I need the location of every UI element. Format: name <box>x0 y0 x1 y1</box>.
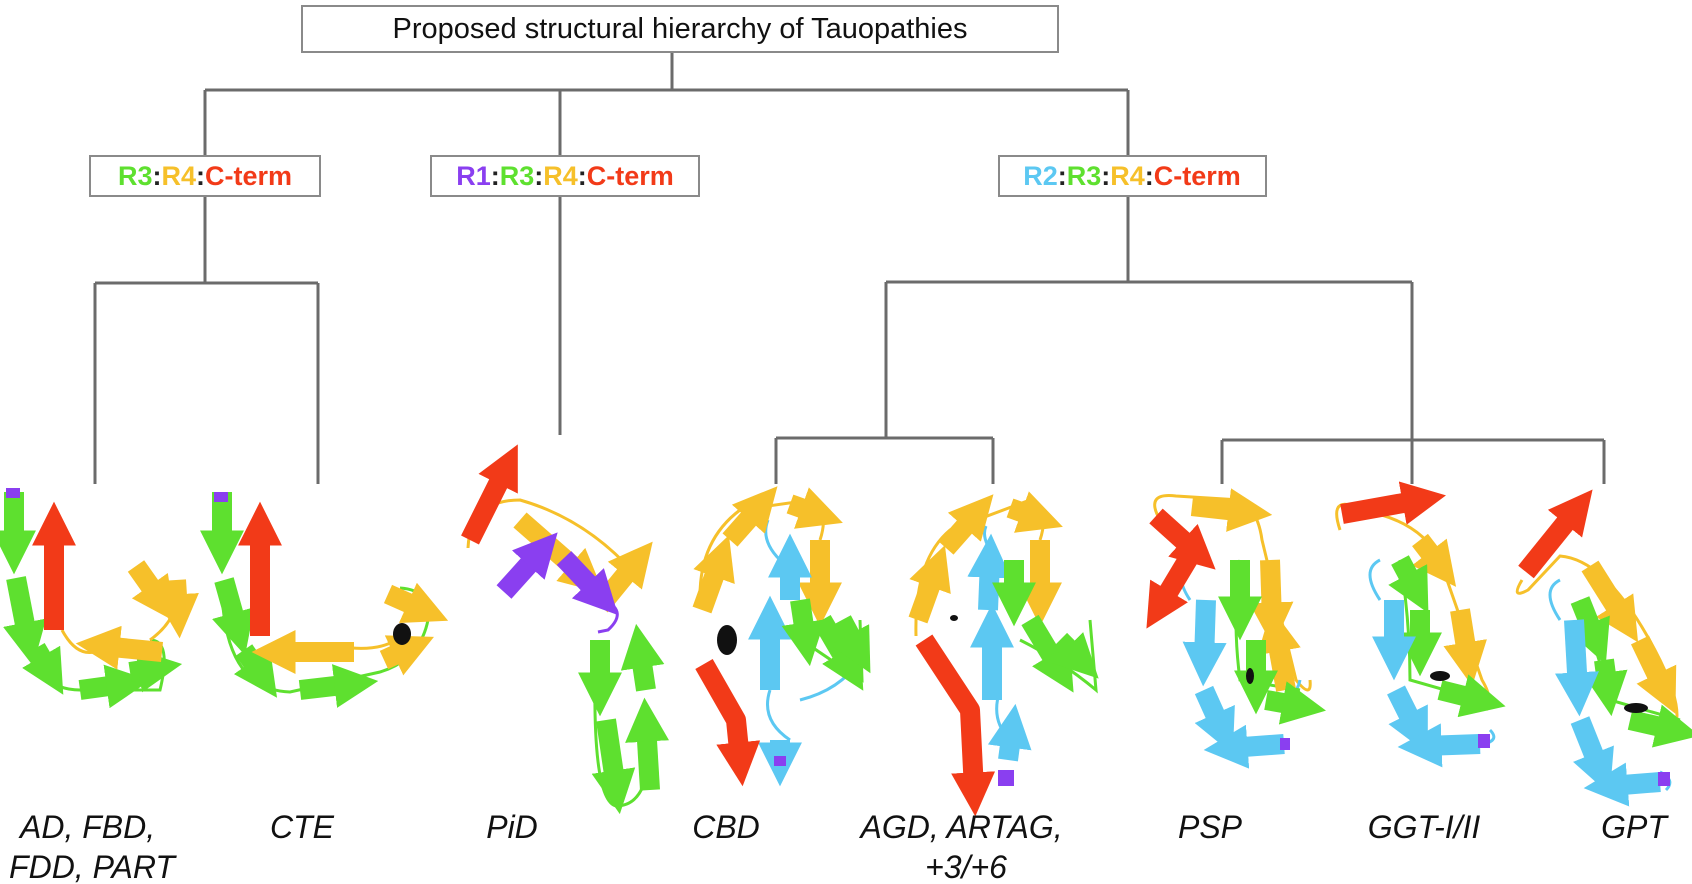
disease-label-psp: PSP <box>1178 809 1243 845</box>
region-segment-r4: R4 <box>1110 161 1145 191</box>
fold-pid <box>461 444 670 815</box>
region-segment-r3: R3 <box>500 161 535 191</box>
region-segment-separator: : <box>491 161 500 191</box>
disease-label-agd: AGD, ARTAG, +3/+6 <box>859 809 1072 884</box>
region-segment-separator: : <box>196 161 205 191</box>
region-segment-separator: : <box>1101 161 1110 191</box>
disease-label-ggt: GGT-I/II <box>1368 809 1481 845</box>
fold-cbd <box>692 486 871 787</box>
density-blob <box>1246 668 1254 684</box>
fold-psp <box>1146 488 1326 769</box>
density-blob <box>950 615 958 621</box>
region-segment-r2: R2 <box>1023 161 1058 191</box>
disease-label-ad: AD, FBD, FDD, PART <box>9 809 177 884</box>
diagram-title: Proposed structural hierarchy of Tauopat… <box>393 13 968 45</box>
title-box: Proposed structural hierarchy of Tauopat… <box>301 5 1059 53</box>
density-blob <box>393 623 411 645</box>
region-segment-r3: R3 <box>118 161 153 191</box>
disease-labels: AD, FBD, FDD, PART CTE PiD CBD AGD, ARTA… <box>9 809 1669 884</box>
disease-label-pid: PiD <box>486 809 538 845</box>
disease-label-cte: CTE <box>270 809 335 845</box>
density-blob <box>1430 671 1450 681</box>
density-blob <box>1624 703 1648 713</box>
disease-label-gpt: GPT <box>1601 809 1669 845</box>
group-label-r1-r3-r4-cterm: R1:R3:R4:C-term <box>456 161 674 191</box>
region-segment-c-term: C-term <box>1154 161 1241 191</box>
region-segment-r1: R1 <box>456 161 491 191</box>
disease-label-cbd: CBD <box>692 809 760 845</box>
region-segment-r3: R3 <box>1067 161 1102 191</box>
region-segment-r4: R4 <box>161 161 196 191</box>
fold-ad <box>0 488 199 709</box>
region-segment-c-term: C-term <box>205 161 292 191</box>
group-box-r1-r3-r4-cterm: R1:R3:R4:C-term <box>430 155 700 197</box>
region-segment-r4: R4 <box>543 161 578 191</box>
region-segment-separator: : <box>152 161 161 191</box>
fold-gpt <box>1515 489 1692 807</box>
density-blob <box>717 625 737 655</box>
region-segment-separator: : <box>534 161 543 191</box>
region-segment-separator: : <box>578 161 587 191</box>
region-segment-c-term: C-term <box>587 161 674 191</box>
fold-cte <box>199 492 449 708</box>
group-label-r3-r4-cterm: R3:R4:C-term <box>118 161 292 191</box>
group-box-r3-r4-cterm: R3:R4:C-term <box>89 155 321 197</box>
fold-ggt <box>1335 481 1506 768</box>
fold-agd <box>908 491 1099 817</box>
group-box-r2-r3-r4-cterm: R2:R3:R4:C-term <box>998 155 1267 197</box>
group-label-r2-r3-r4-cterm: R2:R3:R4:C-term <box>1023 161 1241 191</box>
region-segment-separator: : <box>1058 161 1067 191</box>
region-segment-separator: : <box>1145 161 1154 191</box>
hierarchy-tree-lines <box>93 50 1606 484</box>
